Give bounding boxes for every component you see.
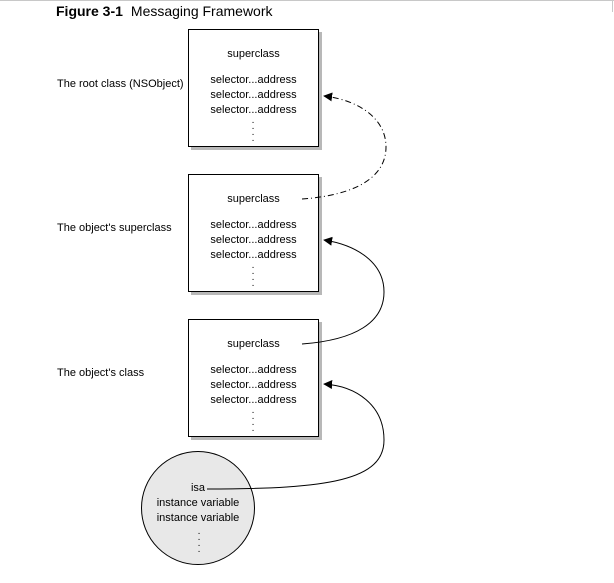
figure-number: Figure 3-1 (56, 3, 123, 19)
method-entry: selector...address (210, 104, 297, 116)
method-entry: selector...address (210, 89, 297, 101)
label-object-class: The object's class (57, 367, 145, 379)
method-entry: selector...address (210, 234, 297, 246)
figure-title: Messaging Framework (130, 3, 273, 19)
more-methods-ellipsis: ···· (251, 117, 255, 146)
figure-caption: Figure 3-1 Messaging Framework (56, 3, 273, 19)
superclass-root-arrow (301, 92, 387, 200)
more-variables-ellipsis: ···· (197, 528, 201, 557)
method-entry: selector...address (210, 74, 297, 86)
isa-field: isa (190, 482, 206, 494)
top-rule (0, 0, 614, 1)
method-entry: selector...address (210, 219, 297, 231)
instance-object: isa instance variable instance variable … (141, 451, 255, 565)
superclass-field: superclass (227, 338, 280, 350)
top-rule-edge (612, 0, 613, 12)
method-entry: selector...address (210, 394, 297, 406)
superclass-box: superclass selector...address selector..… (188, 174, 319, 292)
method-entry: selector...address (210, 379, 297, 391)
superclass-field: superclass (227, 48, 280, 60)
more-methods-ellipsis: ···· (251, 407, 255, 436)
class-box: superclass selector...address selector..… (188, 319, 319, 437)
superclass-field: superclass (227, 193, 280, 205)
instance-variable: instance variable (156, 497, 240, 509)
method-entry: selector...address (210, 364, 297, 376)
label-object-superclass: The object's superclass (57, 222, 172, 234)
class-superclass-arrow (301, 236, 385, 345)
method-entry: selector...address (210, 249, 297, 261)
more-methods-ellipsis: ···· (251, 262, 255, 291)
label-root-class: The root class (NSObject) (57, 78, 184, 90)
instance-variable: instance variable (156, 512, 240, 524)
isa-pointer-arrow (206, 380, 385, 490)
root-class-box: superclass selector...address selector..… (188, 29, 319, 147)
